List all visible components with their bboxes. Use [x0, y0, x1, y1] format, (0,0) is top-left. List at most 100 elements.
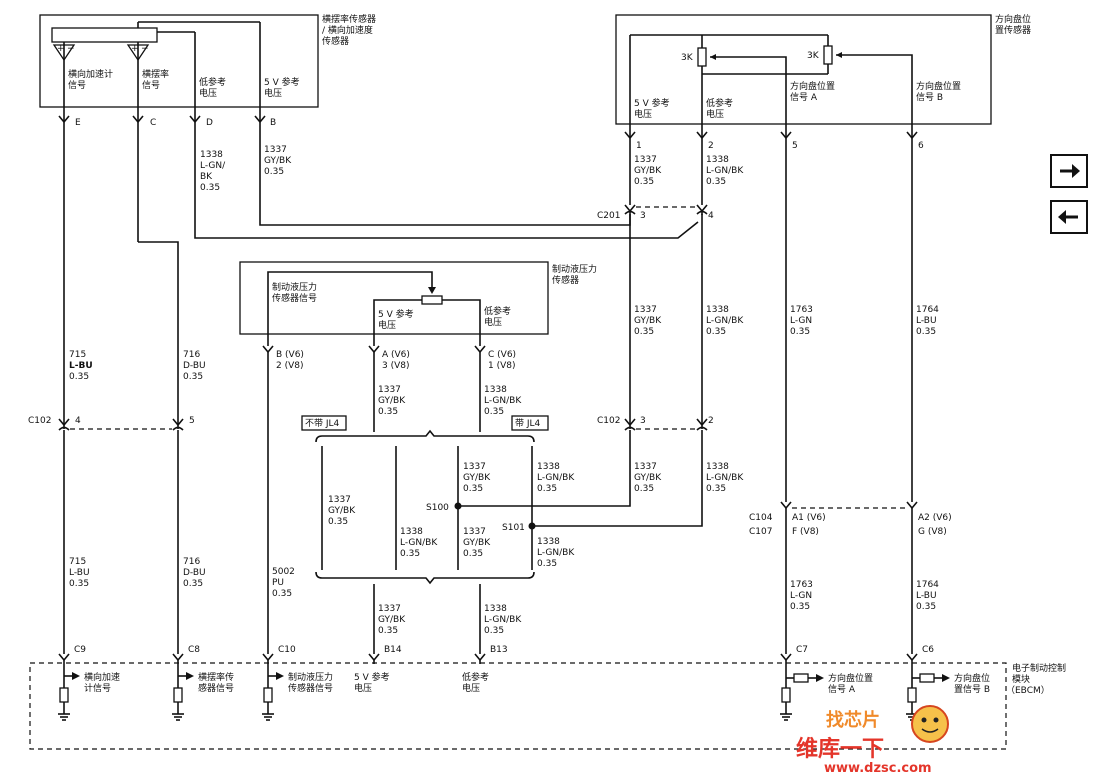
label-yaw-wD-4: 0.35	[200, 183, 220, 193]
label-jl4-f-1: 1338	[537, 537, 560, 547]
label-jl4-s101: S101	[502, 523, 525, 533]
label-lower-w715-1: 715	[69, 557, 86, 567]
label-jl4-a-2: GY/BK	[328, 506, 356, 516]
label-yaw-title-l3: 传感器	[322, 35, 349, 47]
label-ebcm-b13: B13	[490, 645, 508, 655]
ebcm-steer-b-input	[906, 664, 950, 721]
label-c104-f: F (V8)	[792, 527, 819, 537]
previous-page-button[interactable]	[1050, 200, 1088, 234]
label-mid-l1-1: 1337	[634, 305, 657, 315]
label-jl4-e-1: 1337	[463, 527, 486, 537]
label-brake-pinB-1: B (V6)	[276, 350, 304, 360]
ebcm-brake-input	[262, 664, 284, 721]
label-left-w715-2: L-BU	[69, 361, 93, 371]
label-jl4-a-3: 0.35	[328, 517, 348, 527]
label-left-w716-1: 716	[183, 350, 200, 360]
label-brake-wC-1: 1338	[484, 385, 507, 395]
label-left-w715-3: 0.35	[69, 372, 89, 382]
label-jl4-e-2: GY/BK	[463, 538, 491, 548]
yaw-rate-amplifier-icon	[126, 44, 150, 62]
label-mid-l4-2: L-BU	[916, 316, 937, 326]
label-steer-p5: 5	[792, 141, 798, 151]
label-steer-b-l2: 信号 B	[916, 91, 943, 103]
label-steer-w2-3: 0.35	[706, 177, 726, 187]
label-ebcm-c8: C8	[188, 645, 200, 655]
without-jl4-label: 不带 JL4	[305, 418, 340, 429]
resistor-2-icon	[823, 45, 833, 65]
label-brake-ref-l1: 5 V 参考	[378, 308, 414, 320]
ebcm-steer-a-input	[780, 664, 824, 721]
label-ebcm-low-l2: 电压	[462, 682, 480, 694]
label-lower-w5002-2: PU	[272, 578, 284, 588]
label-steer-w1-3: 0.35	[634, 177, 654, 187]
label-yaw-ref-l2: 电压	[264, 87, 282, 99]
label-yaw-wD-2: L-GN/	[200, 161, 226, 171]
label-ebcm-lat-l1: 横向加速	[84, 671, 120, 683]
label-lower-w5002-1: 5002	[272, 567, 295, 577]
label-brake-ref-l2: 电压	[378, 319, 396, 331]
next-page-button[interactable]	[1050, 154, 1088, 188]
c102-right-label: C102	[597, 416, 620, 426]
label-jl4-c-1: 1337	[463, 462, 486, 472]
splice-s101	[528, 522, 536, 530]
label-yaw-yaw-l1: 横摆率	[142, 68, 169, 80]
label-brake-pinA-2: 3 (V8)	[382, 361, 410, 371]
label-lower-w715-3: 0.35	[69, 579, 89, 589]
label-steer-w2-2: L-GN/BK	[706, 166, 744, 176]
label-yaw-ref-l1: 5 V 参考	[264, 76, 300, 88]
label-steer-low-l2: 电压	[706, 108, 724, 120]
label-c104-g: G (V8)	[918, 527, 947, 537]
label-left-w716-2: D-BU	[183, 361, 206, 371]
label-watermark-url: www.dzsc.com	[824, 761, 932, 776]
label-ebcm-title-l3: （EBCM）	[1006, 685, 1050, 696]
label-ebcm-ref-l1: 5 V 参考	[354, 671, 390, 683]
label-mid-l1-3: 0.35	[634, 327, 654, 337]
with-jl4-label: 带 JL4	[515, 418, 541, 429]
label-ebcm-c9: C9	[74, 645, 86, 655]
lateral-accel-amplifier-icon	[52, 44, 76, 62]
label-lower-b13-3: 0.35	[484, 626, 504, 636]
label-steer-w1-2: GY/BK	[634, 166, 662, 176]
label-left-c102-p4: 4	[75, 416, 81, 426]
label-lower-w716-3: 0.35	[183, 579, 203, 589]
label-jl4-f-2: L-GN/BK	[537, 548, 575, 558]
label-jl4-rb-1: 1338	[706, 462, 729, 472]
label-brake-sig-l1: 制动液压力	[272, 281, 317, 293]
yaw-rate-sensor-box	[39, 14, 319, 108]
label-brake-title-l2: 传感器	[552, 274, 579, 286]
label-steer-ref-l1: 5 V 参考	[634, 97, 670, 109]
label-yaw-lat-l2: 信号	[68, 79, 86, 91]
brake-pressure-sensor-box	[239, 261, 549, 335]
label-c201-p3: 3	[640, 211, 646, 221]
label-lower-w1763-3: 0.35	[790, 602, 810, 612]
label-lower-w5002-3: 0.35	[272, 589, 292, 599]
site-watermark-logo: 找芯片 维库一下 www.dzsc.com	[796, 705, 949, 776]
brake-sensor-resistor-icon	[421, 295, 443, 305]
label-yaw-wD-1: 1338	[200, 150, 223, 160]
label-brake-pinC-2: 1 (V8)	[488, 361, 516, 371]
label-jl4-rb-3: 0.35	[706, 484, 726, 494]
label-yaw-wB-3: 0.35	[264, 167, 284, 177]
label-c104-c107: C107	[749, 527, 772, 537]
label-lower-w715-2: L-BU	[69, 568, 90, 578]
label-left-w716-3: 0.35	[183, 372, 203, 382]
label-jl4-b-1: 1338	[400, 527, 423, 537]
label-c104-c104: C104	[749, 513, 773, 523]
label-jl4-f-3: 0.35	[537, 559, 557, 569]
label-ebcm-low-l1: 低参考	[462, 671, 489, 683]
label-ebcm-sa-l2: 信号 A	[828, 683, 856, 695]
label-mid-l4-3: 0.35	[916, 327, 936, 337]
svg-text:+: +	[131, 44, 139, 54]
label-steer-w2-1: 1338	[706, 155, 729, 165]
label-jl4-b-2: L-GN/BK	[400, 538, 438, 548]
yaw-sensor-title: 横摆率传感器	[322, 13, 376, 25]
label-ebcm-sb-l1: 方向盘位	[954, 672, 990, 684]
label-ebcm-sb-l2: 置信号 B	[954, 683, 990, 695]
ebcm-yaw-input	[172, 664, 194, 721]
label-ebcm-brk-l2: 传感器信号	[288, 682, 333, 694]
label-mid-l1-2: GY/BK	[634, 316, 662, 326]
label-jl4-e-3: 0.35	[463, 549, 483, 559]
ebcm-lat-input	[58, 664, 80, 721]
